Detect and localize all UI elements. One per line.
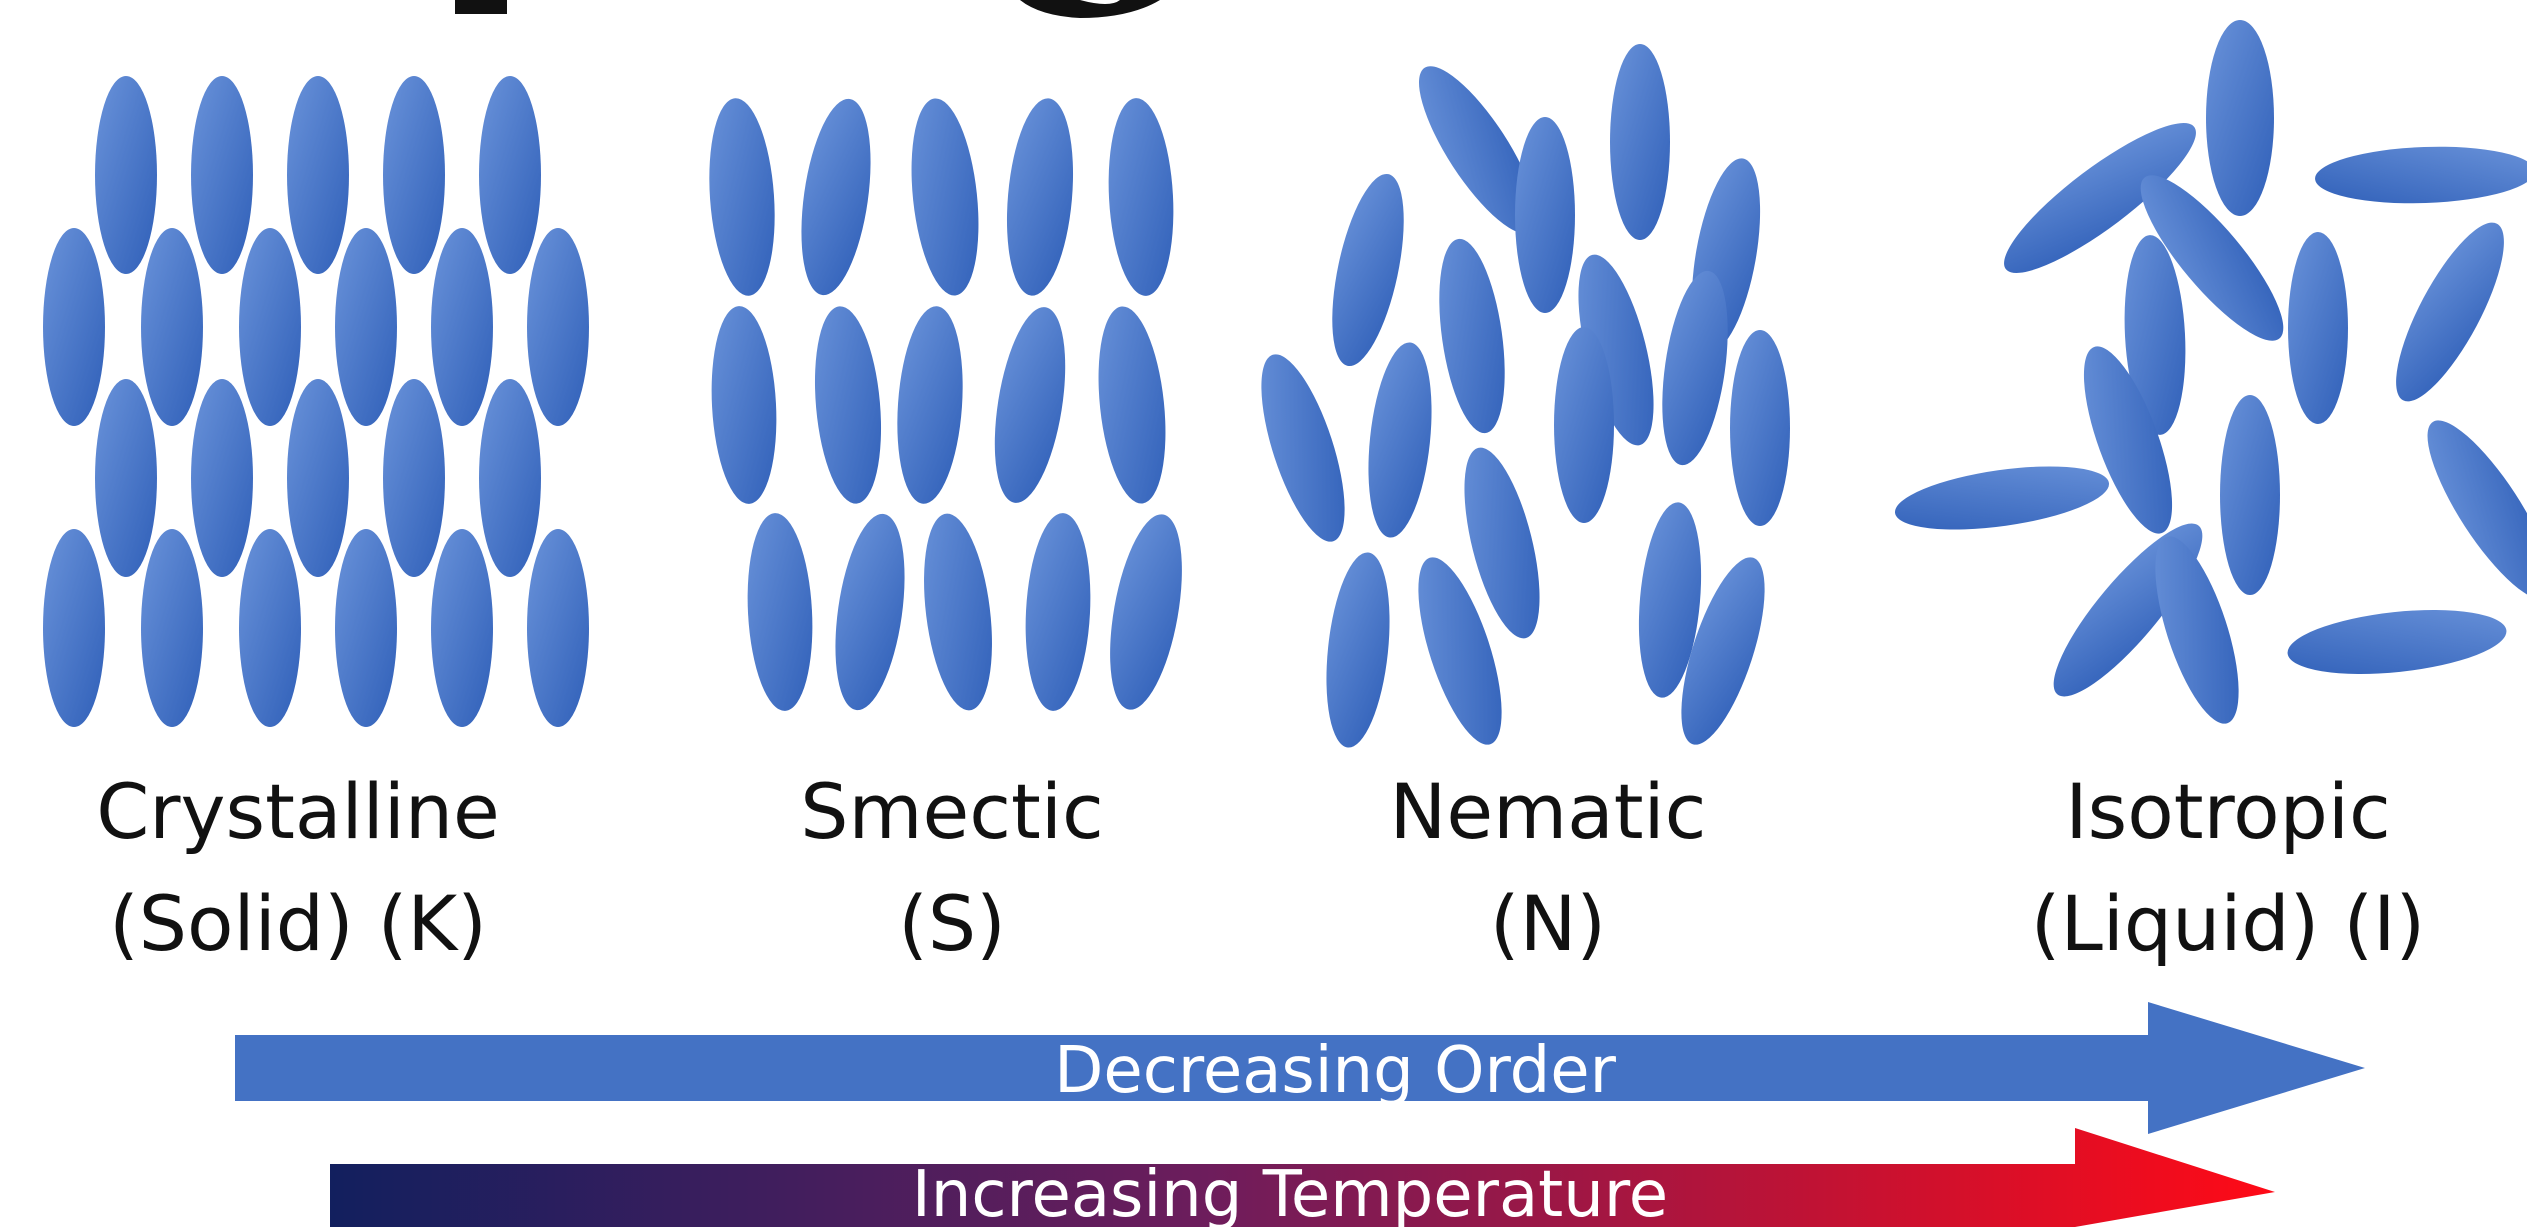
smectic-molecule — [814, 306, 882, 504]
isotropic-molecule — [2220, 395, 2280, 595]
isotropic-molecule — [2140, 175, 2284, 341]
crystalline-molecule — [527, 228, 589, 426]
smectic-molecule — [1110, 514, 1182, 710]
isotropic-molecule — [2288, 232, 2348, 424]
isotropic-molecule — [2155, 536, 2239, 724]
smectic-molecule — [711, 306, 777, 504]
nematic-molecule — [1439, 238, 1505, 434]
nematic-molecule — [1662, 270, 1728, 466]
nematic-molecule — [1554, 327, 1614, 523]
isotropic-molecule — [2315, 146, 2527, 204]
crystalline-molecule — [383, 379, 445, 577]
crystalline-molecule — [141, 529, 203, 727]
phase-sublabel-crystalline: (Solid) (K) — [109, 879, 487, 968]
crystalline-molecule — [431, 529, 493, 727]
isotropic-molecule — [1894, 466, 2110, 530]
phase-label-isotropic: Isotropic — [2065, 767, 2391, 856]
crystalline-molecule — [43, 529, 105, 727]
crystalline-molecule — [191, 76, 253, 274]
nematic-molecule — [1610, 44, 1670, 240]
smectic-molecule — [994, 307, 1066, 503]
nematic-molecule — [1418, 557, 1502, 745]
increasing-temperature-label: Increasing Temperature — [912, 1158, 1668, 1227]
isotropic-molecule — [2287, 610, 2507, 674]
phase-label-crystalline: Crystalline — [96, 767, 500, 856]
smectic-molecule — [911, 98, 979, 296]
crystalline-molecules — [43, 76, 589, 727]
nematic-molecule — [1418, 66, 1538, 234]
smectic-molecule — [801, 98, 871, 296]
phase-sublabel-nematic: (N) — [1490, 879, 1606, 968]
nematic-molecules — [1261, 44, 1790, 748]
cropped-title-fragment — [455, 0, 1160, 18]
crystalline-molecule — [239, 529, 301, 727]
crystalline-molecule — [287, 76, 349, 274]
nematic-molecule — [1681, 557, 1765, 745]
phase-label-nematic: Nematic — [1390, 767, 1707, 856]
increasing-temperature-arrow: Increasing Temperature — [330, 1128, 2275, 1227]
phase-sublabel-smectic: (S) — [898, 879, 1006, 968]
nematic-molecule — [1515, 117, 1575, 313]
crystalline-molecule — [191, 379, 253, 577]
nematic-molecule — [1730, 330, 1790, 526]
isotropic-molecule — [2124, 235, 2186, 435]
decreasing-order-label: Decreasing Order — [1054, 1034, 1617, 1108]
nematic-molecule — [1332, 173, 1404, 367]
crystalline-molecule — [43, 228, 105, 426]
crystalline-molecule — [95, 76, 157, 274]
nematic-molecule — [1464, 447, 1540, 639]
crystalline-molecule — [527, 529, 589, 727]
smectic-molecule — [709, 98, 775, 296]
decreasing-order-arrow: Decreasing Order — [235, 1002, 2365, 1134]
isotropic-molecule — [2396, 222, 2504, 402]
smectic-molecule — [747, 513, 813, 711]
crystalline-molecule — [239, 228, 301, 426]
nematic-molecule — [1368, 342, 1432, 538]
smectic-molecule — [1006, 98, 1074, 296]
isotropic-molecule — [2206, 20, 2274, 216]
isotropic-molecules — [1894, 20, 2527, 724]
crystalline-molecule — [479, 379, 541, 577]
smectic-molecule — [897, 306, 963, 504]
isotropic-molecule — [2083, 346, 2173, 534]
phase-sublabel-isotropic: (Liquid) (I) — [2031, 879, 2425, 968]
crystalline-molecule — [479, 76, 541, 274]
smectic-molecule — [924, 513, 992, 711]
nematic-molecule — [1326, 552, 1390, 748]
phase-label-smectic: Smectic — [800, 767, 1104, 856]
nematic-molecule — [1261, 354, 1345, 542]
crystalline-molecule — [141, 228, 203, 426]
crystalline-molecule — [431, 228, 493, 426]
nematic-molecule — [1638, 502, 1702, 698]
crystalline-molecule — [95, 379, 157, 577]
smectic-molecule — [1025, 513, 1091, 711]
isotropic-molecule — [2427, 420, 2527, 600]
smectic-molecule — [1098, 306, 1166, 504]
crystalline-molecule — [287, 379, 349, 577]
nematic-molecule — [1578, 254, 1654, 446]
smectic-molecules — [709, 98, 1182, 711]
crystalline-molecule — [335, 529, 397, 727]
crystalline-molecule — [335, 228, 397, 426]
smectic-molecule — [1108, 98, 1174, 296]
crystalline-molecule — [383, 76, 445, 274]
smectic-molecule — [835, 513, 905, 711]
isotropic-molecule — [2004, 123, 2196, 273]
